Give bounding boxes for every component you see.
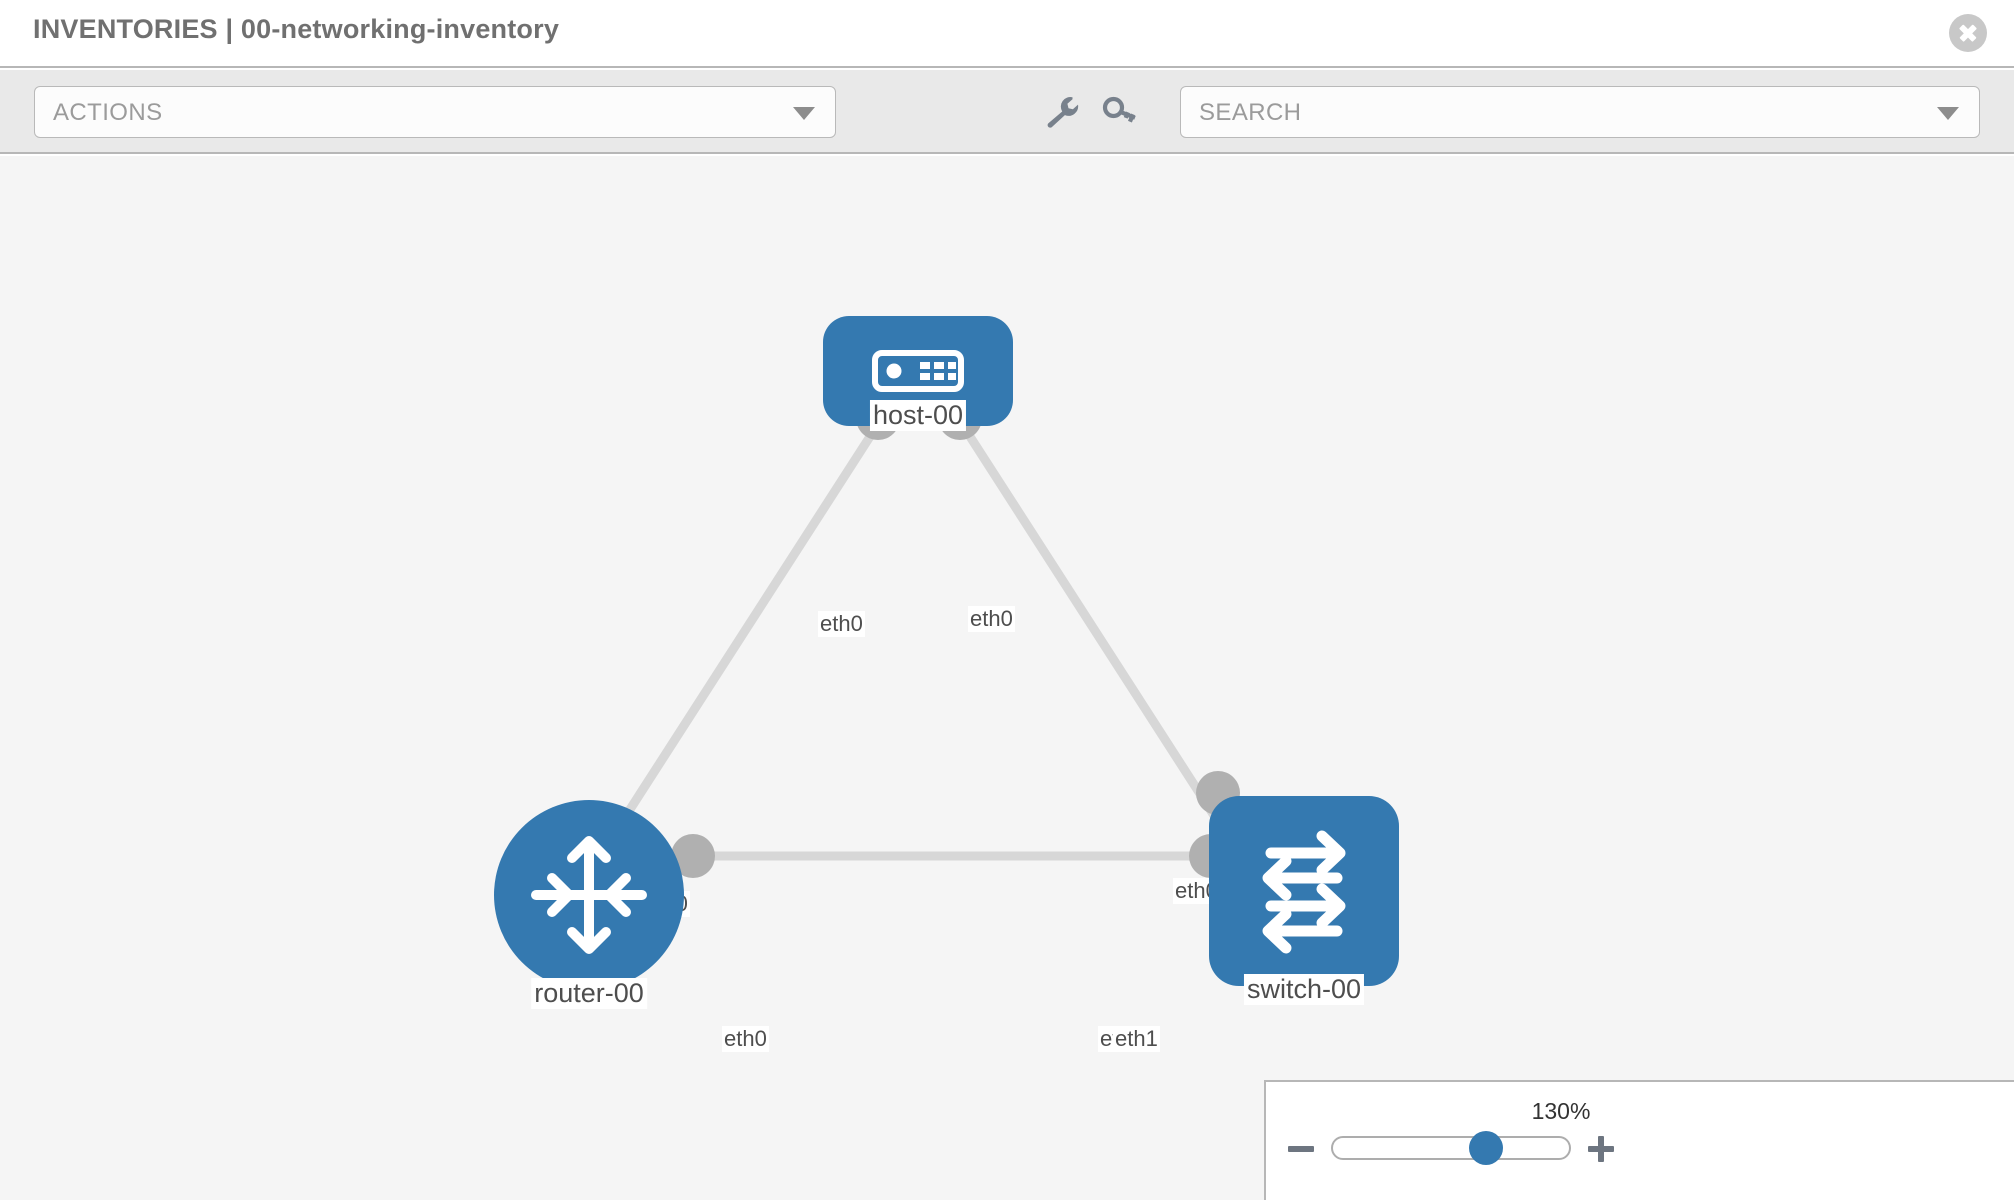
zoom-out-button[interactable] (1286, 1134, 1316, 1164)
interface-label: eth0 (818, 611, 865, 637)
chevron-down-icon (793, 107, 815, 120)
zoom-control-panel: 130% (1264, 1080, 2014, 1200)
zoom-slider-thumb[interactable] (1469, 1131, 1504, 1165)
interface-label: eth1 (1113, 1026, 1160, 1052)
search-input[interactable]: SEARCH (1180, 86, 1980, 138)
zoom-in-button[interactable] (1586, 1134, 1616, 1164)
toolbar: ACTIONS SEARCH (0, 70, 2014, 154)
node-shape (1209, 796, 1399, 986)
interface-label: eth0 (968, 606, 1015, 632)
topology-edges (596, 396, 1244, 878)
page-title: INVENTORIES | 00-networking-inventory (33, 14, 560, 44)
key-icon[interactable] (1095, 86, 1147, 138)
switch-arrows-icon (1262, 830, 1346, 954)
topology-canvas[interactable]: eth0 eth0 eth0 eth0 eth0 eth0 eth1 host-… (0, 156, 2014, 1200)
close-icon[interactable] (1949, 14, 1987, 52)
node-label: switch-00 (1243, 974, 1365, 1005)
zoom-level-value: 130% (1531, 1098, 1591, 1124)
wrench-icon[interactable] (1035, 86, 1087, 138)
topology-node-switch-00[interactable]: switch-00 (1209, 796, 1399, 1005)
node-label: host-00 (869, 400, 967, 431)
chevron-down-icon[interactable] (1937, 107, 1959, 120)
interface-label: eth0 (722, 1026, 769, 1052)
actions-dropdown-label: ACTIONS (53, 99, 163, 126)
router-arrows-icon (531, 836, 647, 954)
node-label: router-00 (531, 978, 647, 1009)
topology-node-host-00[interactable]: host-00 (823, 316, 1013, 431)
search-input-value: SEARCH (1199, 99, 1302, 126)
topology-node-router-00[interactable]: router-00 (494, 800, 684, 1009)
actions-dropdown[interactable]: ACTIONS (34, 86, 836, 138)
zoom-slider[interactable] (1331, 1131, 1571, 1165)
page-header: INVENTORIES | 00-networking-inventory (0, 0, 2014, 68)
server-device-icon (872, 350, 964, 392)
